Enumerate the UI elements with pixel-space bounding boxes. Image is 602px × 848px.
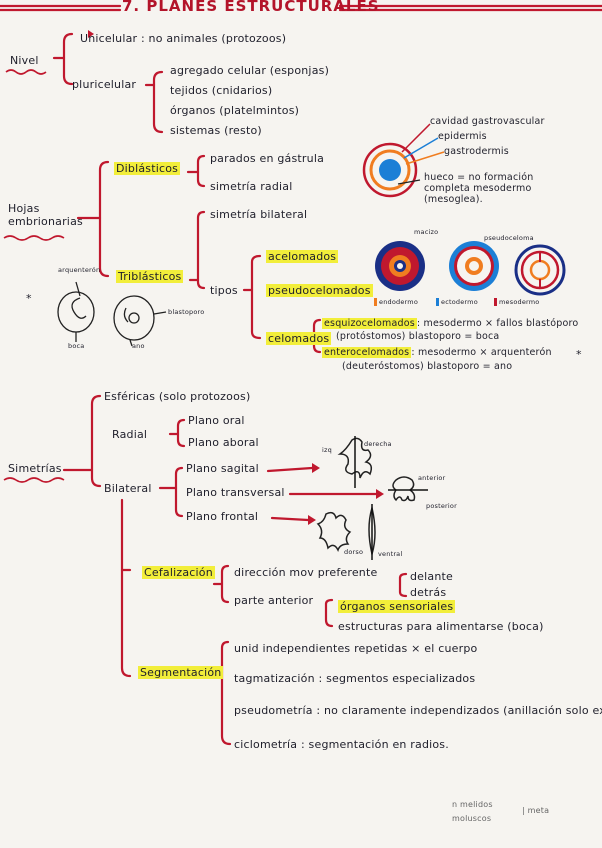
segmentacion-item: tagmatización : segmentos especializados [234,672,476,685]
nivel-item: órganos (platelmintos) [170,104,300,117]
gastrula-label: gastrodermis [444,146,509,157]
sketch-label: blastoporo [168,308,205,316]
macizo-label: macizo [414,228,439,236]
esfericas-label: Esféricas (solo protozoos) [104,390,251,403]
hueco-note: hueco = no formación completa mesodermo … [424,172,534,205]
sketch-label: ano [132,342,145,350]
esquizocelomados-label: esquizocelomados [322,318,417,329]
gastrula-label: epidermis [438,131,487,142]
organos-sensoriales: órganos sensoriales [338,600,456,613]
fig-label: posterior [426,502,457,510]
triblasticos-label: Triblásticos [116,270,184,283]
acelomados-label: acelomados [266,250,339,263]
diblasticos-label: Diblásticos [114,162,181,175]
segmentacion-item: unid independientes repetidas × el cuerp… [234,642,478,655]
pseudocelomado-section [449,241,499,291]
nivel-item: sistemas (resto) [170,124,262,137]
fig-label: anterior [418,474,446,482]
fig-label: ventral [378,550,403,558]
acelomado-section [375,241,425,291]
radial-label: Radial [112,428,148,441]
enterocelomados-text: : mesodermo × arquenterón [411,347,552,358]
cefalizacion-line: parte anterior [234,594,314,607]
cefalizacion-label: Cefalización [142,566,215,579]
tipos-label: tipos [210,284,238,297]
bilateral-item: Plano sagital [186,462,259,475]
cefalizacion-opt: detrás [410,586,447,599]
celomado-section [514,244,566,296]
radial-item: Plano oral [188,414,245,427]
diblasticos-item: simetría radial [210,180,293,193]
bilateral-item: Plano transversal [186,486,285,499]
nivel-label: Nivel [10,54,39,67]
footer-note: n melidos [452,800,493,809]
segmentacion-label: Segmentación [138,666,224,679]
gastrula-label: cavidad gastrovascular [430,116,545,127]
deuterostomos-text: (deuteróstomos) blastoporo = ano [342,361,513,372]
cefalizacion-opt: delante [410,570,453,583]
estructuras-boca: estructuras para alimentarse (boca) [338,620,544,633]
sketch-label: arquenterón [58,266,101,274]
fig-label: dorso [344,548,364,556]
pseudocelomados-label: pseudocelomados [266,284,373,297]
celomados-label: celomados [266,332,332,345]
bilateral-label: Bilateral [104,482,152,495]
embryo-sketches [57,281,167,347]
footer-note: moluscos [452,814,492,823]
asterisk-mark: * [576,348,582,361]
nivel-pluricelular: pluricelular [72,78,137,91]
simetrias-label: Simetrías [8,462,62,475]
protostomos-text: (protóstomos) blastoporo = boca [336,331,500,342]
nivel-item: agregado celular (esponjas) [170,64,330,77]
pseudoceloma-label: pseudoceloma [484,234,534,242]
bilateral-item: Plano frontal [186,510,259,523]
esquizocelomados-text: : mesodermo × fallos blastóporo [416,318,579,329]
page-title: 7. PLANES ESTRUCTURALES [122,0,380,15]
segmentacion-item: ciclometría : segmentación en radios. [234,738,449,751]
hojas-label: Hojas embrionarias [8,202,83,228]
nivel-item: tejidos (cnidarios) [170,84,273,97]
legend-mesodermo: mesodermo [499,298,540,306]
sketch-label: boca [68,342,85,350]
fig-label: izq [322,446,332,454]
fig-label: derecha [364,440,392,448]
footer-note: | meta [522,806,550,815]
legend-ectodermo: ectodermo [441,298,478,306]
enterocelomados-label: enterocelomados [322,347,412,358]
asterisk-mark: * [26,292,32,305]
nivel-unicelular: Unicelular : no animales (protozoos) [80,32,287,45]
radial-item: Plano aboral [188,436,259,449]
simetria-bilateral: simetría bilateral [210,208,308,221]
diblasticos-item: parados en gástrula [210,152,325,165]
segmentacion-item: pseudometría : no claramente independiza… [234,704,602,717]
symmetry-figures [316,436,428,560]
legend-endodermo: endodermo [379,298,419,306]
gastrula-diagram [362,123,445,198]
cefalizacion-line: dirección mov preferente [234,566,378,579]
